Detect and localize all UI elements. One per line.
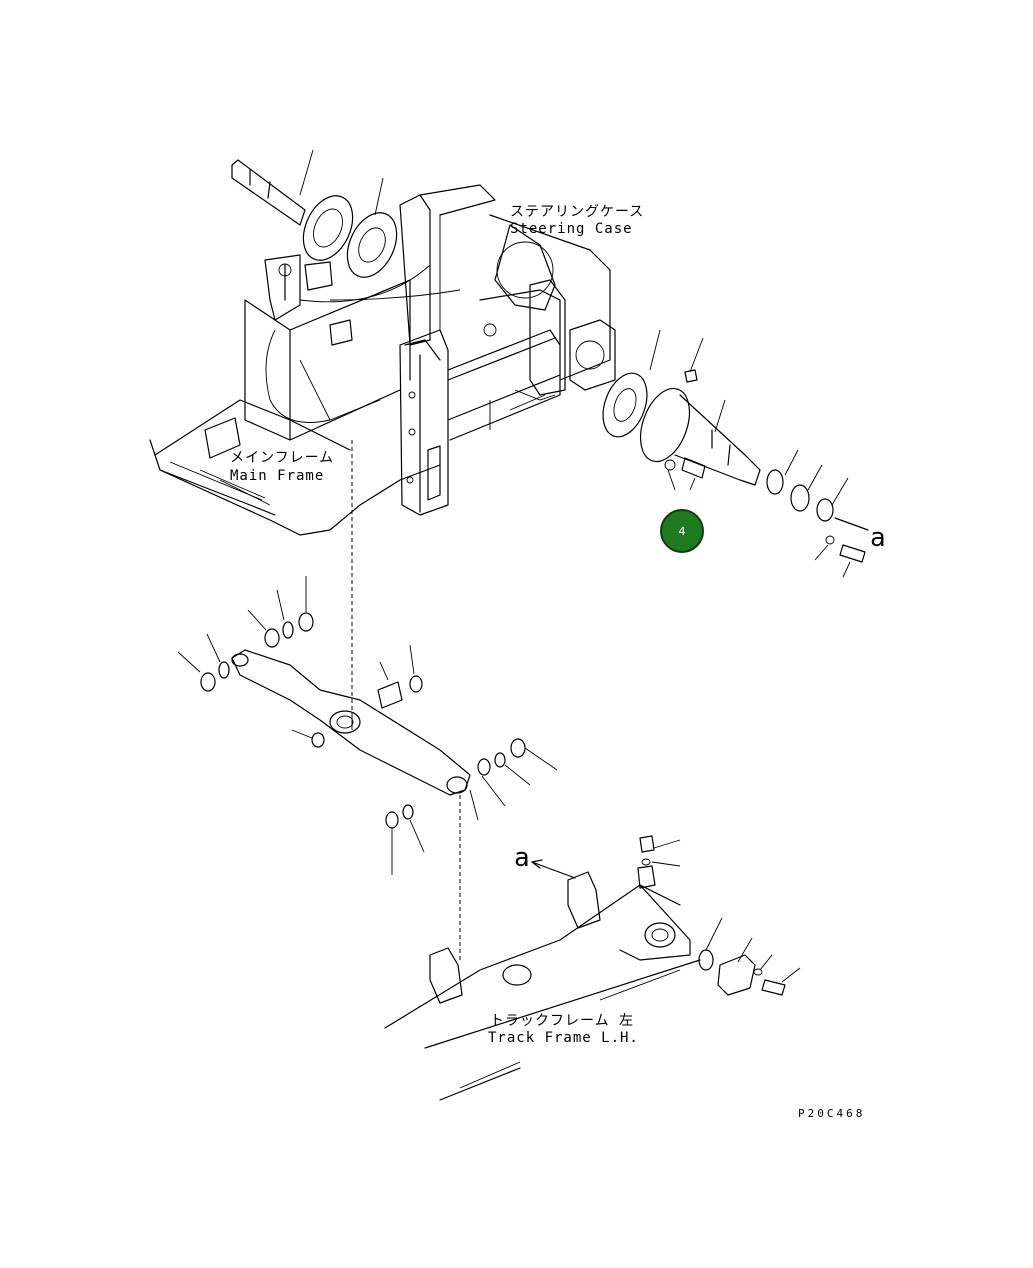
- drawing-code: P20C468: [798, 1107, 865, 1120]
- callout-circle: [660, 509, 704, 553]
- main-frame-drawing: [149, 184, 616, 536]
- right-axle-shaft: [602, 329, 869, 578]
- steering-case-label-jp: ステアリングケース: [510, 204, 644, 220]
- equalizer-bar: [177, 576, 558, 875]
- track-frame-drawing: [384, 835, 801, 1101]
- callout-badge-4[interactable]: 4: [660, 509, 704, 553]
- main-frame-label-en: Main Frame: [230, 468, 324, 484]
- track-frame-label-jp: トラックフレーム 左: [490, 1013, 634, 1029]
- track-frame-label-en: Track Frame L.H.: [488, 1030, 639, 1046]
- view-arrow-letter-bottom: a: [514, 843, 530, 873]
- left-axle-shaft: [231, 159, 398, 278]
- left-leaders: [299, 149, 384, 216]
- steering-case-label-en: Steering Case: [510, 221, 633, 237]
- center-lines: [351, 440, 461, 960]
- callout-number: 4: [679, 525, 686, 538]
- main-frame-label-jp: メインフレーム: [230, 450, 334, 466]
- view-arrow-letter-top: a: [870, 523, 886, 553]
